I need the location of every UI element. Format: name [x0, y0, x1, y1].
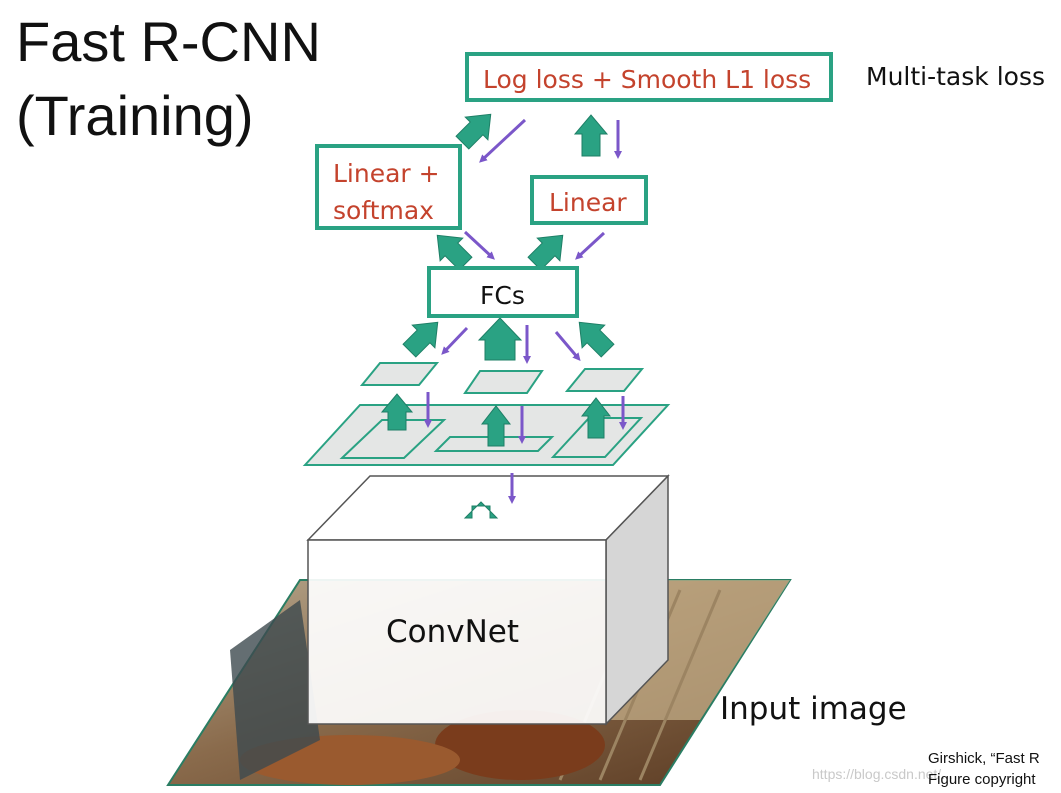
linear-box: Linear	[530, 175, 648, 225]
title-line-2: (Training)	[16, 84, 254, 147]
citation-line-1: Girshick, “Fast R	[928, 750, 1040, 767]
input-image-label: Input image	[720, 691, 907, 727]
citation-line-2: Figure copyright	[928, 771, 1036, 788]
feature-map	[302, 404, 671, 466]
loss-label: Log loss + Smooth L1 loss	[483, 65, 812, 94]
softmax-label-line-2: softmax	[333, 196, 434, 225]
title-line-1: Fast R-CNN	[16, 10, 321, 73]
fcs-label: FCs	[480, 281, 525, 310]
multitask-loss-label: Multi-task loss	[866, 62, 1045, 91]
softmax-label-line-1: Linear +	[333, 159, 440, 188]
linear-label: Linear	[549, 188, 627, 217]
loss-box: Log loss + Smooth L1 loss	[465, 52, 833, 102]
convnet-block	[306, 474, 670, 726]
softmax-box: Linear + softmax	[315, 144, 462, 230]
forward-arrows	[380, 113, 615, 519]
backward-arrows	[424, 118, 627, 504]
fcs-box: FCs	[427, 266, 579, 318]
watermark: https://blog.csdn.net/...	[812, 766, 953, 782]
roi-pooled-features	[359, 362, 645, 394]
convnet-label: ConvNet	[386, 614, 520, 650]
